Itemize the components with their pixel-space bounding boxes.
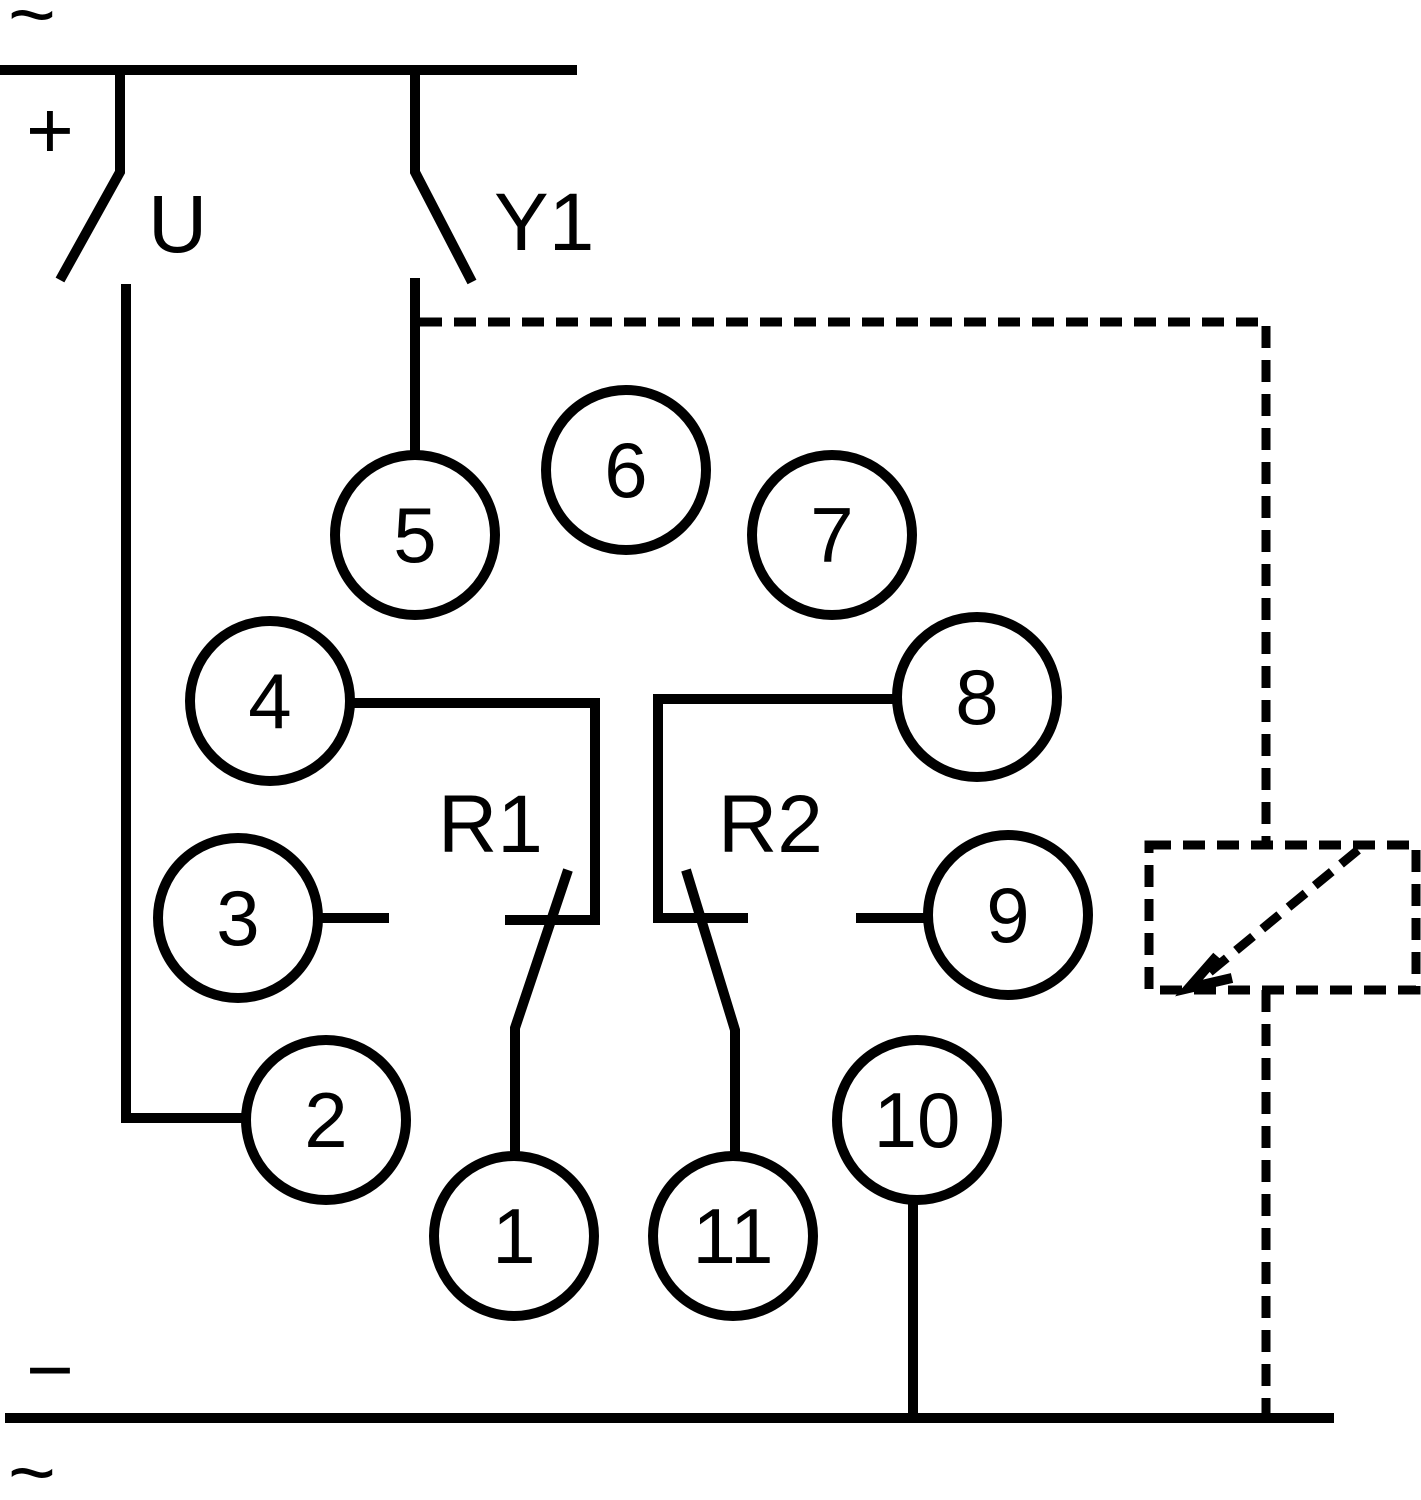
pin-10: 10: [832, 1035, 1002, 1205]
pin-1: 1: [429, 1151, 599, 1321]
pin-3: 3: [153, 833, 323, 1003]
pin-11-label: 11: [693, 1192, 774, 1280]
pin-8: 8: [892, 612, 1062, 782]
pin-10-label: 10: [874, 1076, 961, 1164]
pin-2: 2: [241, 1035, 411, 1205]
minus-symbol: −: [26, 1325, 74, 1416]
pin-8-label: 8: [955, 653, 998, 741]
pin-4-label: 4: [248, 657, 291, 745]
pin-6: 6: [541, 385, 711, 555]
pin-4: 4: [185, 616, 355, 786]
pin-7-label: 7: [810, 491, 853, 579]
switch-u-label: U: [148, 179, 207, 270]
pin-5-label: 5: [393, 491, 436, 579]
pin-11: 11: [648, 1151, 818, 1321]
r2-contact-blade: [681, 868, 740, 1160]
pin-6-label: 6: [604, 426, 647, 514]
pin-9: 9: [923, 830, 1093, 1000]
pin-3-label: 3: [216, 874, 259, 962]
pin-2-label: 2: [304, 1076, 347, 1164]
ac-symbol-top: ~: [8, 0, 56, 60]
r1-label: R1: [438, 779, 543, 870]
control-line-dashed: [420, 317, 1271, 845]
pin-7: 7: [747, 450, 917, 620]
switch-u: [55, 70, 246, 1123]
coil-diagonal-arrow: [1175, 846, 1361, 997]
r2-label: R2: [718, 779, 823, 870]
switch-y1: [410, 70, 477, 454]
r1-contact-blade: [510, 868, 573, 1160]
relay-coil: [1144, 840, 1421, 995]
plus-symbol: +: [26, 85, 74, 176]
pin-9-label: 9: [986, 871, 1029, 959]
ac-symbol-bottom: ~: [8, 1427, 56, 1500]
pin-1-label: 1: [492, 1192, 535, 1280]
pin-5: 5: [330, 450, 500, 620]
switch-y1-label: Y1: [494, 177, 594, 268]
